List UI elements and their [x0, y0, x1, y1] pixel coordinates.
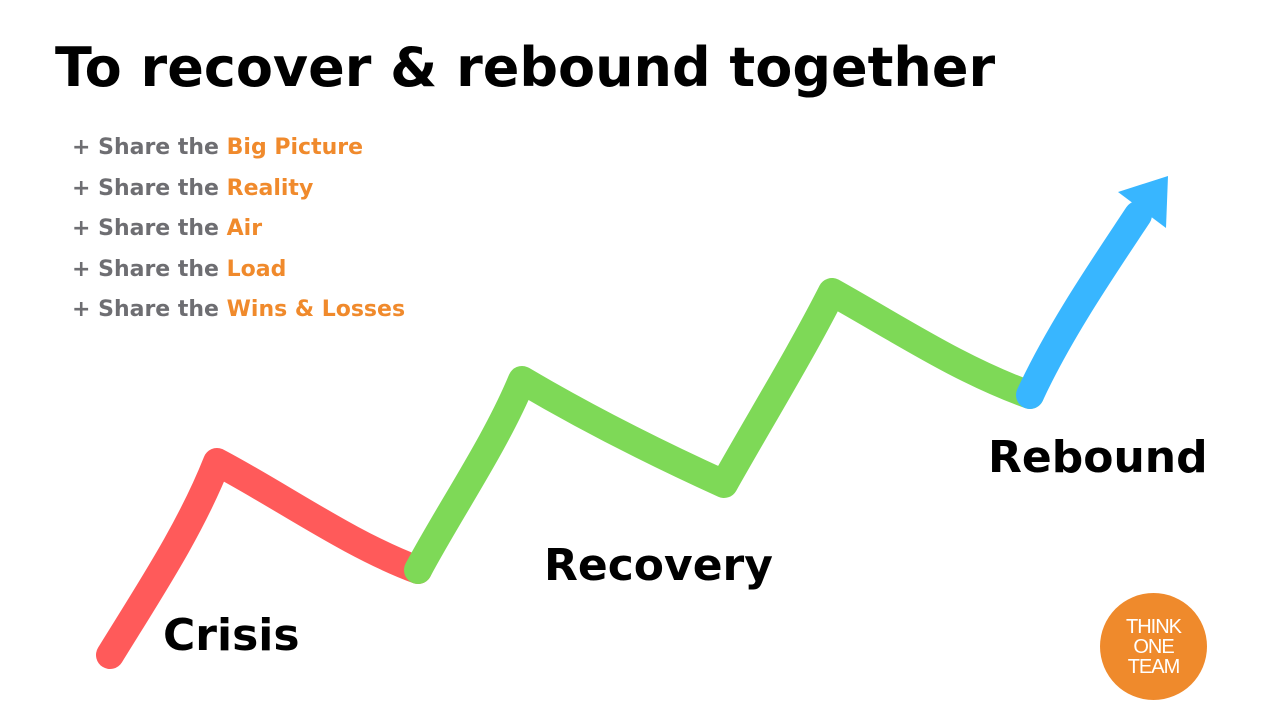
bullet-item: + Share the Big Picture	[72, 128, 405, 169]
stage-label-crisis: Crisis	[163, 610, 300, 661]
bullet-prefix: + Share the	[72, 216, 227, 241]
bullet-prefix: + Share the	[72, 297, 227, 322]
logo-line-2: ONE	[1133, 635, 1174, 658]
rebound-path-segment	[1016, 201, 1152, 409]
think-one-team-logo: THINK ONE TEAM	[1100, 593, 1207, 700]
rebound-arrow-head-icon	[1118, 176, 1168, 228]
bullet-highlight: Reality	[226, 175, 314, 201]
bullet-highlight: Air	[226, 216, 263, 241]
bullet-prefix: + Share the	[72, 135, 227, 160]
bullet-item: + Share the Air	[72, 209, 405, 250]
bullet-highlight: Wins & Losses	[226, 297, 406, 322]
bullet-item: + Share the Wins & Losses	[72, 290, 405, 331]
bullet-prefix: + Share the	[72, 175, 227, 201]
logo-line-3: TEAM	[1127, 655, 1181, 678]
bullet-item: + Share the Reality	[72, 169, 405, 210]
crisis-path-segment	[96, 448, 432, 669]
stage-label-recovery: Recovery	[544, 540, 773, 591]
bullet-item: + Share the Load	[72, 250, 405, 291]
bullet-list: + Share the Big Picture + Share the Real…	[72, 128, 405, 331]
bullet-highlight: Big Picture	[226, 135, 364, 160]
stage-label-rebound: Rebound	[988, 432, 1208, 483]
recovery-path-segment	[404, 278, 1044, 584]
bullet-highlight: Load	[226, 256, 287, 282]
slide-title: To recover & rebound together	[55, 36, 996, 99]
logo-line-1: THINK	[1126, 615, 1182, 638]
bullet-prefix: + Share the	[72, 256, 227, 282]
